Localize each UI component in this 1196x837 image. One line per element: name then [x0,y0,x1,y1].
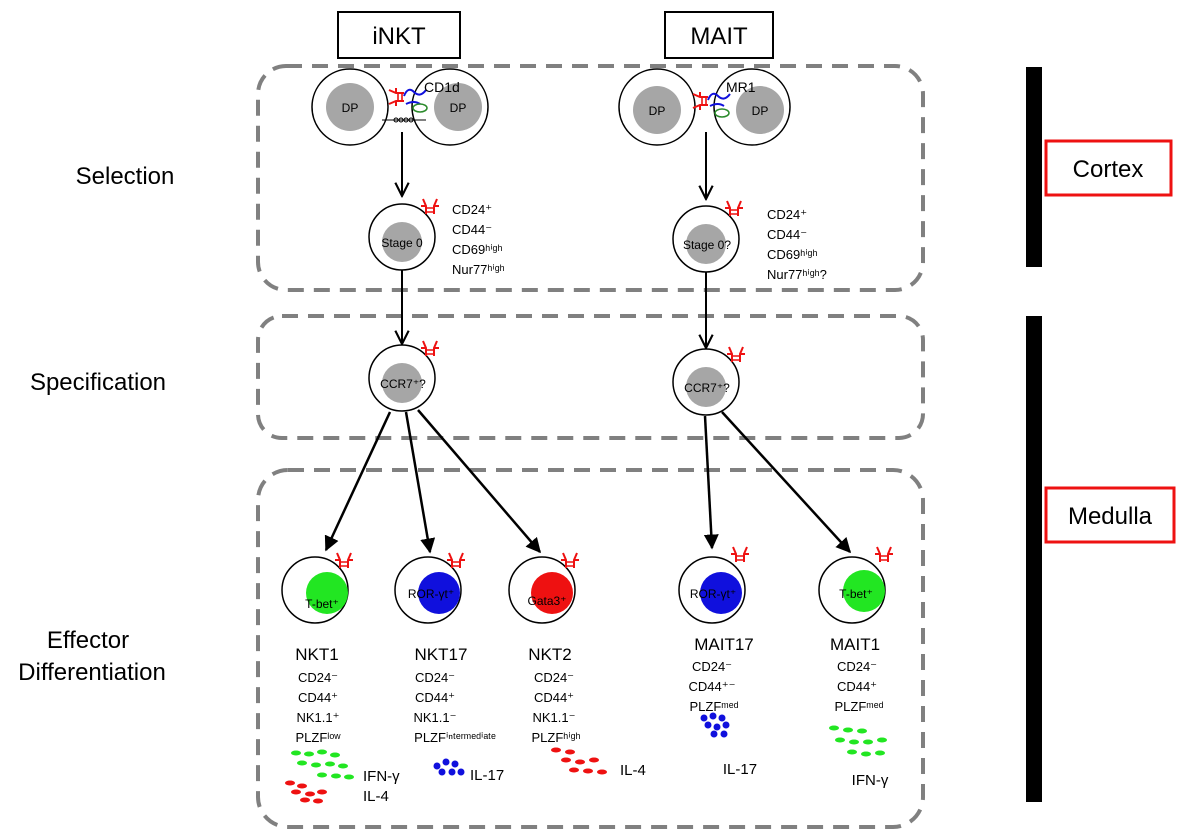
nkt17-nucleus-label: ROR-γt⁺ [408,587,454,601]
mait17-marker: PLZFᵐᵉᵈ [690,699,739,714]
mait-arrow-mait17 [703,415,719,550]
mait17-il17-dots [700,712,730,738]
nkt2-name: NKT2 [528,645,571,664]
mait17-cell [678,546,750,624]
nkt2-nucleus-label: Gata3⁺ [527,594,566,608]
nkt17-cytokine-il17: IL-17 [470,767,504,784]
mait17-name: MAIT17 [694,635,754,654]
nkt1-cytokine-ifng: IFN-γ [363,768,400,785]
mait-arrow-mait1 [721,411,852,554]
medulla-bar [1026,316,1042,802]
nkt17-marker: CD24⁻ [415,670,455,685]
mait1-marker: CD44⁺ [837,679,877,694]
inkt-arrow-nkt2 [417,409,541,554]
inkt-dp-pair: DP DP [311,68,489,146]
medulla-label: Medulla [1068,503,1153,530]
nkt1-marker: PLZFˡᵒʷ [296,730,342,745]
mait1-cell [818,546,894,624]
nkt17-marker: CD44⁺ [415,690,455,705]
inkt-stage0-cell [368,198,440,271]
mait-ligand-label: MR1 [726,79,756,95]
nkt17-il17-dots [433,758,465,776]
mait1-nucleus-label: T-bet⁺ [839,587,873,601]
mait-ccr7-label: CCR7⁺? [684,381,730,395]
mait1-marker: PLZFᵐᵉᵈ [835,699,884,714]
mait17-nucleus-label: ROR-γt⁺ [690,587,736,601]
mait-dp-right-label: DP [752,104,769,118]
nkt1-marker: CD24⁻ [298,670,338,685]
mait-header-box [664,11,774,59]
cortex-box [1044,139,1173,197]
mait-dp-left-label: DP [649,104,666,118]
inkt-header-box [337,11,461,59]
nkt2-marker: PLZFʰⁱᵍʰ [532,730,581,745]
mait-ccr7-cell [672,346,746,416]
nkt1-ifng-dots [291,749,354,780]
mait17-cytokine-il17: IL-17 [723,761,757,778]
mait-stage0-label: Stage 0? [683,238,731,252]
mait-stage0-marker: CD44⁻ [767,227,807,242]
nkt2-marker: CD24⁻ [534,670,574,685]
cortex-label: Cortex [1073,156,1144,183]
inkt-dp-right-label: DP [450,101,467,115]
nkt17-name: NKT17 [415,645,468,664]
nkt1-marker: NK1.1⁺ [297,710,340,725]
stage-label-differentiation: Differentiation [18,659,166,686]
inkt-stage0-marker: Nur77ʰⁱᵍʰ [452,262,505,277]
inkt-dp-left-label: DP [342,101,359,115]
mait1-marker: CD24⁻ [837,659,877,674]
stage-label-effector: Effector [47,627,129,654]
nkt2-marker: NK1.1⁻ [533,710,576,725]
inkt-arrow-nkt1 [324,411,392,552]
nkt2-il4-dots [551,747,607,775]
mait1-ifng-dots [829,725,887,757]
nkt1-cell [281,552,354,624]
inkt-ccr7-label: CCR7⁺? [380,377,426,391]
specification-box [256,314,925,440]
nkt2-marker: CD44⁺ [534,690,574,705]
inkt-ccr7-cell [368,340,440,412]
inkt-ligand-label: CD1d [424,79,460,95]
nkt1-il4-dots [285,780,327,804]
inkt-stage0-marker: CD44⁻ [452,222,492,237]
mait-stage0-marker: CD69ʰⁱᵍʰ [767,247,817,262]
inkt-stage0-marker: CD69ʰⁱᵍʰ [452,242,502,257]
mait1-cytokine-ifng: IFN-γ [852,772,889,789]
nkt2-cell [508,552,580,624]
inkt-header: iNKT [372,23,426,50]
mait-stage0-cell [672,200,744,273]
medulla-box [1044,486,1176,544]
mait17-marker: CD44⁺⁻ [689,679,736,694]
inkt-stage0-label: Stage 0 [381,236,423,250]
mait-dp-pair: DP DP [618,68,791,146]
mait1-name: MAIT1 [830,635,880,654]
stage-label-specification: Specification [30,369,166,396]
nkt17-marker: PLZFⁱⁿᵗᵉʳᵐᵉᵈⁱᵃᵗᵉ [414,730,496,745]
nkt17-cell [394,552,466,624]
mait17-marker: CD24⁻ [692,659,732,674]
selection-box [256,64,925,292]
cortex-bar [1026,67,1042,267]
mait-stage0-marker: CD24⁺ [767,207,807,222]
nkt1-marker: CD44⁺ [298,690,338,705]
inkt-stage0-marker: CD24⁺ [452,202,492,217]
nkt1-nucleus-label: T-bet⁺ [305,597,339,611]
nkt17-marker: NK1.1⁻ [414,710,457,725]
stage-label-selection: Selection [76,163,175,190]
nkt1-cytokine-il4: IL-4 [363,788,389,805]
nkt1-name: NKT1 [295,645,338,664]
mait-header: MAIT [690,23,748,50]
mait-stage0-marker: Nur77ʰⁱᵍʰ? [767,267,827,282]
inkt-arrow-nkt17 [404,411,436,554]
effector-box [256,468,925,829]
nkt2-cytokine-il4: IL-4 [620,762,646,779]
